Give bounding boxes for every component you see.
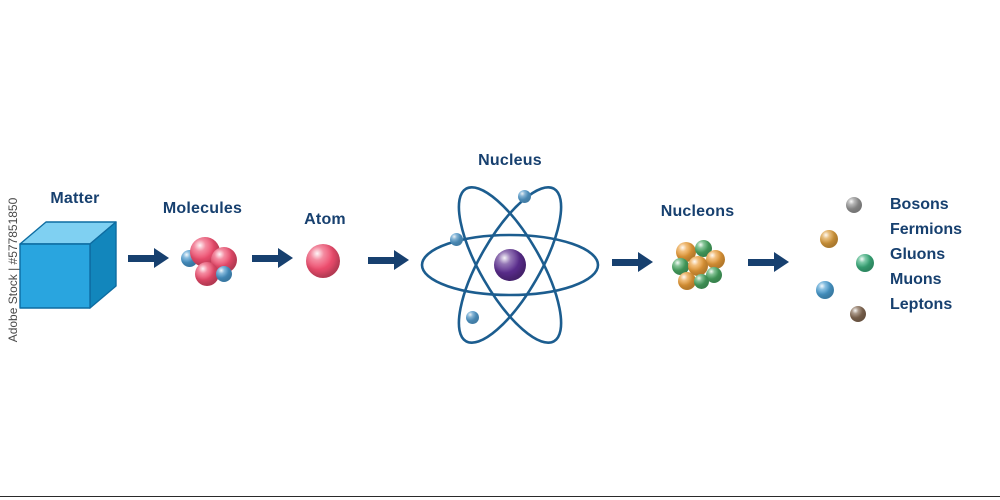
nucleon-orange-sphere	[678, 272, 696, 290]
bottom-border-line	[0, 496, 1000, 497]
molecule-blue-sphere	[216, 266, 232, 282]
cube-front-face	[19, 243, 91, 309]
fermion-sphere-icon	[820, 230, 838, 248]
particle-label-leptons: Leptons	[890, 296, 953, 313]
flow-arrow-4	[612, 252, 653, 272]
stage-label-atom: Atom	[304, 211, 346, 228]
boson-sphere-icon	[846, 197, 862, 213]
nucleus-core-sphere	[494, 249, 526, 281]
stage-label-matter: Matter	[50, 190, 100, 207]
orbit-ellipse	[457, 186, 563, 344]
arrow-head-icon	[638, 252, 653, 272]
particle-label-bosons: Bosons	[890, 196, 949, 213]
arrow-shaft	[368, 256, 394, 264]
orbit-ellipse	[457, 186, 563, 344]
electron-sphere	[518, 190, 531, 203]
lepton-sphere-icon	[850, 306, 866, 322]
nucleon-green-sphere	[672, 258, 689, 275]
matter-cube-icon	[19, 221, 117, 309]
nucleon-green-sphere	[706, 267, 722, 283]
particle-label-muons: Muons	[890, 271, 942, 288]
arrow-head-icon	[154, 248, 169, 268]
electron-sphere	[466, 311, 479, 324]
gluon-sphere-icon	[856, 254, 874, 272]
electron-sphere	[450, 233, 463, 246]
arrow-shaft	[748, 258, 774, 266]
molecule-pink-sphere	[195, 262, 219, 286]
muon-sphere-icon	[816, 281, 834, 299]
flow-arrow-3	[368, 250, 409, 270]
nucleon-orange-sphere	[706, 250, 725, 269]
arrow-shaft	[612, 258, 638, 266]
atom-sphere-icon	[306, 244, 340, 278]
particle-label-fermions: Fermions	[890, 221, 963, 238]
arrow-head-icon	[394, 250, 409, 270]
arrow-shaft	[252, 254, 278, 262]
orbital-atom-icon	[420, 186, 600, 344]
stage-label-nucleus: Nucleus	[478, 152, 542, 169]
stage-label-molecules: Molecules	[162, 200, 243, 217]
flow-arrow-2	[252, 248, 293, 268]
arrow-head-icon	[774, 252, 789, 272]
arrow-shaft	[128, 254, 154, 262]
particle-label-gluons: Gluons	[890, 246, 946, 263]
flow-arrow-5	[748, 252, 789, 272]
stage-label-nucleons: Nucleons	[660, 203, 735, 220]
orbit-ellipse	[420, 233, 600, 297]
nucleon-orange-sphere	[688, 256, 708, 276]
arrow-head-icon	[278, 248, 293, 268]
nucleon-green-sphere	[694, 274, 709, 289]
flow-arrow-1	[128, 248, 169, 268]
